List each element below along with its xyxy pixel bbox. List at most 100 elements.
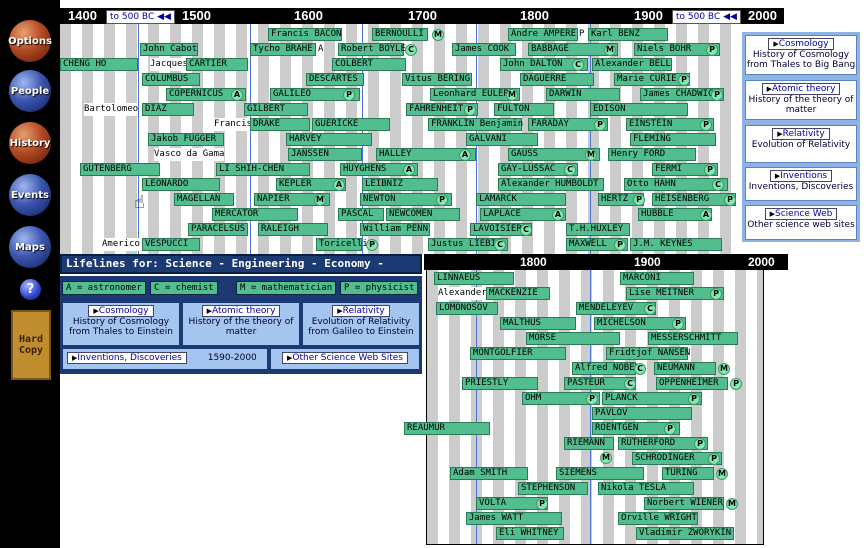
lifeline-bar[interactable]: James CHADWICK	[640, 88, 724, 101]
lifeline-bar[interactable]: GAY-LUSSAC	[498, 163, 578, 176]
lifeline-bar[interactable]: Orville WRIGHT	[618, 512, 698, 525]
lifeline-bar[interactable]: Andre AMPERE	[508, 28, 578, 41]
lifeline-bar[interactable]: NAPIER	[254, 193, 330, 206]
lifeline-bar[interactable]: RIEMANN	[564, 437, 614, 450]
lifeline-bar[interactable]: MESSERSCHMITT	[648, 332, 738, 345]
cosmology-button[interactable]: Cosmology	[768, 38, 834, 50]
lifeline-bar[interactable]: MAXWELL	[566, 238, 628, 251]
lifeline-bar[interactable]: John Cabot	[140, 43, 198, 56]
lifeline-bar[interactable]: PAVLOV	[592, 407, 692, 420]
lifeline-bar[interactable]: HEISENBERG	[652, 193, 736, 206]
lifeline-bar[interactable]: MALTHUS	[500, 317, 576, 330]
lifeline-bar[interactable]: VOLTA	[476, 497, 548, 510]
lifeline-bar[interactable]: OPPENHEIMER	[656, 377, 728, 390]
lifeline-bar[interactable]: VESPUCCI	[142, 238, 200, 251]
lifeline-bar[interactable]: PARACELSUS	[188, 223, 248, 236]
lifeline-bar[interactable]: LOMONOSOV	[436, 302, 498, 315]
lifeline-bar[interactable]: GILBERT	[244, 103, 308, 116]
lifeline-bar[interactable]: MAGELLAN	[174, 193, 234, 206]
lifeline-bar[interactable]: GUTENBERG	[80, 163, 160, 176]
lifeline-bar[interactable]: FRANKLIN Benjamin	[428, 118, 523, 131]
atomic-theory-button[interactable]: Atomic theory	[201, 305, 281, 317]
lifeline-bar[interactable]: COLUMBUS	[142, 73, 200, 86]
lifeline-bar[interactable]: T.H.HUXLEY	[566, 223, 630, 236]
lifeline-bar[interactable]: EDISON	[590, 103, 688, 116]
lifeline-bar[interactable]: Tycho BRAHE	[250, 43, 316, 56]
lifeline-bar[interactable]: J.M. KEYNES	[630, 238, 722, 251]
lifeline-bar[interactable]: Henry FORD	[608, 148, 696, 161]
lifeline-bar[interactable]: CARTIER	[186, 58, 248, 71]
people-button[interactable]: People	[9, 70, 51, 112]
lifeline-bar[interactable]: John DALTON	[500, 58, 588, 71]
lifeline-bar[interactable]: Eli WHITNEY	[496, 527, 564, 540]
other-science-web-sites-button[interactable]: Other Science Web Sites	[281, 352, 408, 364]
jump-to-500bc-right-button[interactable]: to 500 BC ◀◀	[672, 10, 741, 24]
lifeline-bar[interactable]: SIEMENS	[556, 467, 644, 480]
jump-to-500bc-left-button[interactable]: to 500 BC ◀◀	[106, 10, 175, 24]
hardcopy-button[interactable]: Hard Copy	[11, 310, 51, 380]
lifeline-bar[interactable]: LAPLACE	[480, 208, 566, 221]
lifeline-bar[interactable]: DIAZ	[142, 103, 194, 116]
lifeline-bar[interactable]: FERMI	[652, 163, 718, 176]
lifeline-bar[interactable]: RALEIGH	[258, 223, 328, 236]
lifeline-bar[interactable]: REAUMUR	[404, 422, 490, 435]
lifeline-bar[interactable]: MORSE	[526, 332, 620, 345]
events-button[interactable]: Events	[9, 174, 51, 216]
lifeline-bar[interactable]: MICHELSON	[594, 317, 686, 330]
lifeline-bar[interactable]: ROENTGEN	[592, 422, 680, 435]
relativity-button[interactable]: Relativity	[332, 305, 390, 317]
lifeline-bar[interactable]: Toricelli	[316, 238, 368, 251]
lifeline-bar[interactable]: HALLEY	[376, 148, 476, 161]
lifeline-bar[interactable]: GALVANI	[466, 133, 538, 146]
lifeline-bar[interactable]: GUERICKE	[312, 118, 390, 131]
lifeline-bar[interactable]: LAVOISIER	[470, 223, 532, 236]
lifeline-bar[interactable]: LEIBNIZ	[362, 178, 438, 191]
lifeline-bar[interactable]: STEPHENSON	[518, 482, 588, 495]
lifeline-bar[interactable]: Vitus BERING	[402, 73, 472, 86]
lifeline-bar[interactable]: FAHRENHEIT	[406, 103, 478, 116]
lifeline-bar[interactable]: PLANCK	[602, 392, 702, 405]
lifeline-bar[interactable]: Francis BACON	[268, 28, 342, 41]
lifeline-bar[interactable]: LI SHIH-CHEN	[216, 163, 310, 176]
lifeline-bar[interactable]: Adam SMITH	[450, 467, 528, 480]
lifeline-bar[interactable]: LINNAEUS	[434, 272, 514, 285]
inventions-discoveries-button[interactable]: Inventions, Discoveries	[67, 352, 187, 364]
lifeline-bar[interactable]: Niels BOHR	[634, 43, 720, 56]
lifeline-bar[interactable]: PASCAL	[338, 208, 384, 221]
lifeline-bar[interactable]: Alexander BELL	[592, 58, 672, 71]
lifeline-bar[interactable]: LAMARCK	[476, 193, 566, 206]
lifeline-bar[interactable]: James COOK	[452, 43, 516, 56]
lifeline-bar[interactable]: Vladimir ZWORYKIN	[636, 527, 734, 540]
lifeline-bar[interactable]: Norbert WIENER	[644, 497, 724, 510]
lifeline-bar[interactable]: Robert BOYLE	[338, 43, 406, 56]
lifeline-bar[interactable]: MERCATOR	[212, 208, 298, 221]
lifeline-bar[interactable]: NEWCOMEN	[386, 208, 460, 221]
lifeline-bar[interactable]: PRIESTLY	[462, 377, 538, 390]
lifeline-bar[interactable]: EINSTEIN	[626, 118, 714, 131]
lifeline-bar[interactable]: Lise MEITNER	[626, 287, 724, 300]
lifeline-bar[interactable]: OHM	[522, 392, 600, 405]
lifeline-bar[interactable]: BERNOULLI	[372, 28, 428, 41]
lifeline-bar[interactable]: MACKENZIE	[486, 287, 550, 300]
lifeline-bar[interactable]: BABBAGE	[528, 43, 618, 56]
lifeline-bar[interactable]: Otto HAHN	[624, 178, 728, 191]
lifeline-bar[interactable]: MARCONI	[620, 272, 694, 285]
lifeline-bar[interactable]: SCHRODINGER	[632, 452, 722, 465]
lifeline-bar[interactable]: COLBERT	[332, 58, 406, 71]
lifeline-bar[interactable]: Nikola TESLA	[598, 482, 694, 495]
lifeline-bar[interactable]: Fridtjof NANSEN	[606, 347, 690, 360]
atomic-theory-button[interactable]: Atomic theory	[761, 83, 841, 95]
lifeline-bar[interactable]: James WATT	[466, 512, 562, 525]
lifeline-bar[interactable]: MONTGOLFIER	[470, 347, 566, 360]
lifeline-bar[interactable]: HUBBLE	[638, 208, 712, 221]
cosmology-button[interactable]: Cosmology	[88, 305, 154, 317]
lifeline-bar[interactable]: CHENG HO	[60, 58, 138, 71]
relativity-button[interactable]: Relativity	[772, 128, 830, 140]
lifeline-bar[interactable]: NEUMANN	[654, 362, 716, 375]
lifeline-bar[interactable]: DRAKE	[250, 118, 310, 131]
help-button[interactable]: ?	[20, 279, 41, 300]
lifeline-bar[interactable]: TURING	[662, 467, 714, 480]
maps-button[interactable]: Maps	[9, 226, 51, 268]
options-button[interactable]: Options	[8, 20, 52, 62]
lifeline-bar[interactable]: DAGUERRE	[520, 73, 594, 86]
